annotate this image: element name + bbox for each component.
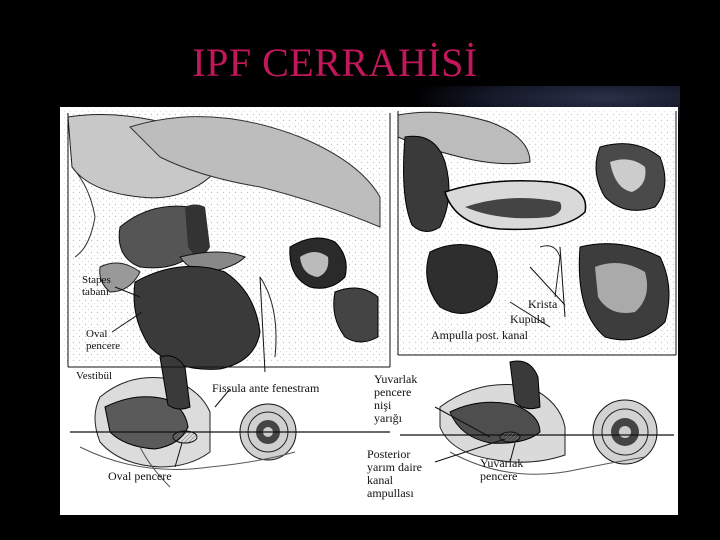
label-ampulla: Ampulla post. kanal <box>431 328 528 342</box>
label-vestibul: Vestibül <box>76 370 113 382</box>
label-krista: Krista <box>528 297 558 311</box>
top-right-panel <box>392 111 676 355</box>
panel-frame-lines <box>67 111 677 373</box>
label-yuvarlak-pencere-nisi: Yuvarlak pencere nişi yarığı <box>374 372 418 425</box>
label-stapes-tabani: Stapes tabanı <box>82 274 111 298</box>
bottom-right-panel <box>400 360 674 475</box>
label-kupula: Kupula <box>510 312 546 326</box>
ear-anatomy-drawing <box>64 111 677 488</box>
label-oval-pencere-top: Oval pencere <box>86 328 121 352</box>
label-oval-pencere-bottom: Oval pencere <box>108 469 172 483</box>
label-posterior: Posterior yarım daire kanal ampullası <box>367 447 422 500</box>
top-left-panel <box>64 111 386 370</box>
anatomy-illustration: Stapes tabanı Oval pencere Vestibül Fiss… <box>60 107 678 515</box>
label-yuvarlak-pencere: Yuvarlak pencere <box>480 456 524 483</box>
label-fissula: Fissula ante fenestram <box>212 381 320 395</box>
slide-title: IPF CERRAHİSİ <box>192 40 478 85</box>
bottom-left-panel <box>70 355 390 488</box>
